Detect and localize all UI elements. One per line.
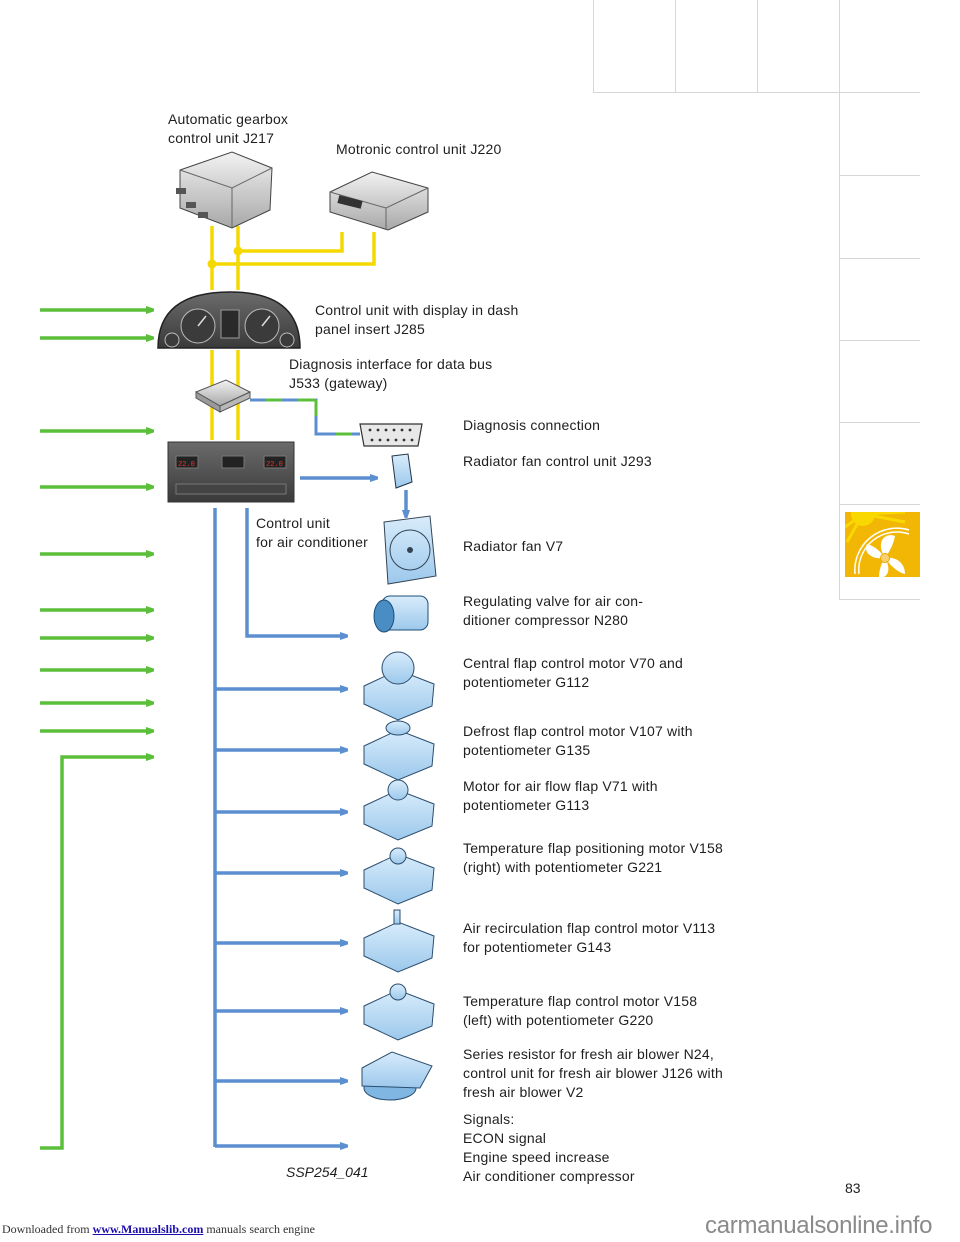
bus-junction xyxy=(207,259,217,269)
dash-panel-insert-image xyxy=(157,291,301,349)
fresh-air-blower-image xyxy=(361,1051,433,1101)
grid-line xyxy=(839,504,920,505)
footer-prefix: Downloaded from xyxy=(2,1222,93,1236)
flap-motor-v107 xyxy=(363,720,435,781)
svg-text:22.0: 22.0 xyxy=(178,461,195,469)
output-signal-arrows xyxy=(213,478,406,1147)
flap-motor-v70 xyxy=(363,651,435,721)
grid-line xyxy=(839,0,840,600)
compressor-image xyxy=(373,595,429,633)
gearbox-control-unit-image xyxy=(176,151,273,229)
footer-suffix: manuals search engine xyxy=(203,1222,315,1236)
flap-motor-v113 xyxy=(363,909,435,973)
flap-motor-images xyxy=(363,651,435,1041)
radiator-fan-label: Radiator fan V7 xyxy=(463,538,564,554)
bus-junction xyxy=(233,246,243,256)
signals-label: Signals: ECON signal Engine speed increa… xyxy=(463,1111,635,1184)
output-label: Central flap control motor V70 and poten… xyxy=(463,655,684,690)
grid-line xyxy=(839,422,920,423)
gateway-chip-image xyxy=(194,379,252,413)
input-signal-arrows xyxy=(40,310,152,1150)
output-label: Temperature flap positioning motor V158 … xyxy=(463,840,723,875)
watermark: carmanualsonline.info xyxy=(705,1212,933,1239)
grid-line xyxy=(593,0,594,93)
grid-line xyxy=(839,175,920,176)
motronic-control-unit-label: Motronic control unit J220 xyxy=(336,141,502,157)
output-label: Regulating valve for air con- ditioner c… xyxy=(463,593,644,628)
page-number: 83 xyxy=(845,1180,861,1196)
svg-text:22.0: 22.0 xyxy=(266,461,283,469)
radiator-fan-control-unit-image xyxy=(391,453,413,489)
gearbox-control-unit-label: Automatic gearbox control unit J217 xyxy=(168,111,289,146)
diagnosis-wire xyxy=(250,398,360,436)
diagnosis-connection-label: Diagnosis connection xyxy=(463,417,601,433)
output-label: Defrost flap control motor V107 with pot… xyxy=(463,723,693,758)
flap-motor-v71 xyxy=(363,779,435,841)
dash-panel-insert-label: Control unit with display in dash panel … xyxy=(315,302,519,337)
grid-line xyxy=(839,599,920,600)
flap-motor-v158-left xyxy=(363,983,435,1041)
gateway-label: Diagnosis interface for data bus J533 (g… xyxy=(289,356,493,391)
download-footer: Downloaded from www.Manualslib.com manua… xyxy=(2,1222,315,1237)
manualslib-link[interactable]: www.Manualslib.com xyxy=(92,1222,204,1236)
radiator-fan-image xyxy=(383,515,437,585)
output-label: Temperature flap control motor V158 (lef… xyxy=(463,993,698,1028)
grid-line xyxy=(593,92,920,93)
ac-control-unit-label: Control unit for air conditioner xyxy=(256,515,368,550)
grid-line xyxy=(675,0,676,93)
radiator-fan-control-unit-label: Radiator fan control unit J293 xyxy=(463,453,652,469)
grid-line xyxy=(839,258,920,259)
air-conditioning-chapter-icon xyxy=(845,512,920,577)
ac-control-unit-image: 22.0 22.0 xyxy=(167,441,295,503)
flap-motor-v158-right xyxy=(363,847,435,905)
figure-id: SSP254_041 xyxy=(286,1164,369,1180)
output-label: Series resistor for fresh air blower N24… xyxy=(463,1046,723,1100)
motronic-control-unit-image xyxy=(329,171,429,231)
output-label: Motor for air flow flap V71 with potenti… xyxy=(463,778,658,813)
output-label: Air recirculation flap control motor V11… xyxy=(463,920,716,955)
grid-line xyxy=(757,0,758,93)
diagnosis-connector-image xyxy=(359,423,423,447)
grid-line xyxy=(839,340,920,341)
